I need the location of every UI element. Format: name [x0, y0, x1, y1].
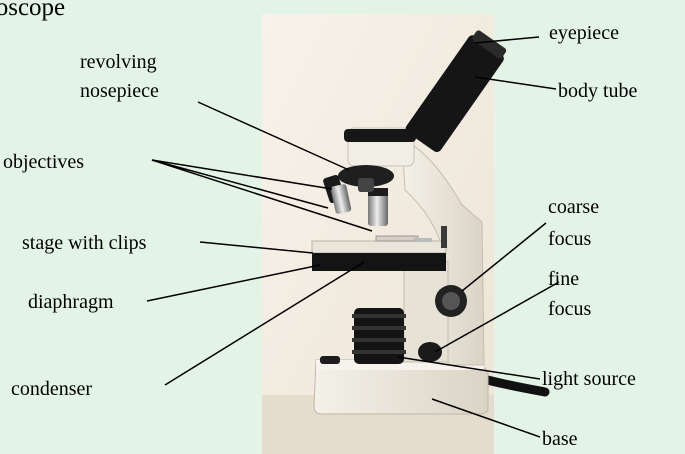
label-base: base: [542, 428, 578, 450]
label-fine-focus: focus: [548, 298, 591, 320]
label-nosepiece: nosepiece: [80, 80, 159, 102]
label-revolving: revolving: [80, 51, 157, 73]
leader-condenser: [165, 262, 364, 385]
label-stage-with-clips: stage with clips: [22, 232, 146, 254]
label-coarse: coarse: [548, 196, 599, 218]
label-body-tube: body tube: [558, 80, 637, 102]
leader-body-tube: [475, 77, 556, 89]
leader-eyepiece: [475, 37, 539, 43]
label-fine: fine: [548, 268, 579, 290]
diagram-title: The Microscope: [0, 0, 65, 22]
leader-objectives-3: [152, 160, 372, 231]
leader-diaphragm: [147, 265, 320, 301]
label-diaphragm: diaphragm: [28, 291, 114, 313]
label-eyepiece: eyepiece: [549, 22, 619, 44]
leader-base: [432, 399, 540, 437]
leader-coarse-focus: [462, 223, 546, 291]
label-condenser: condenser: [11, 378, 92, 400]
label-light-source: light source: [542, 368, 636, 390]
label-objectives: objectives: [3, 151, 84, 173]
label-coarse-focus: focus: [548, 228, 591, 250]
leader-fine-focus: [435, 282, 559, 352]
leader-stage-with-clips: [200, 242, 313, 253]
leader-revolving-nosepiece: [198, 102, 349, 170]
leader-light-source: [398, 357, 540, 379]
